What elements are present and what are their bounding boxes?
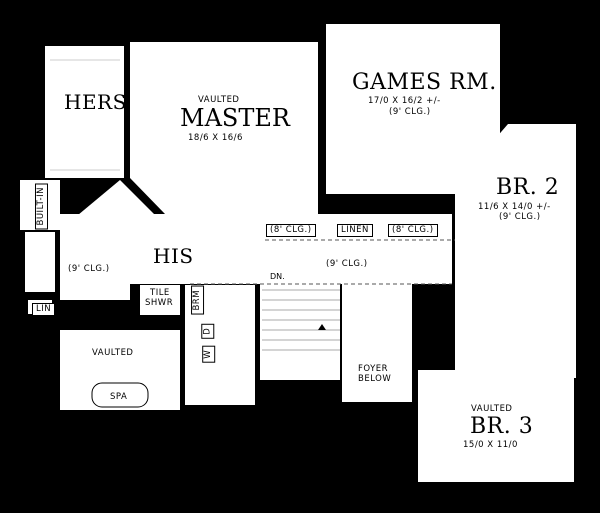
washer-label: W	[202, 345, 215, 363]
room-master-dims: 18/6 X 16/6	[188, 133, 243, 143]
room-br2-ceiling: (9' CLG.)	[499, 212, 541, 222]
tile-shower-label-1: TILE	[150, 288, 170, 298]
master-closet-ceiling: (8' CLG.)	[266, 224, 316, 237]
room-games-ceiling: (9' CLG.)	[389, 107, 431, 117]
linen-label: LINEN	[337, 224, 373, 237]
room-games-label: GAMES RM.	[352, 70, 497, 95]
room-hers-label: HERS	[64, 90, 127, 114]
dryer-label: D	[201, 323, 214, 339]
room-br3-label: BR. 3	[470, 414, 534, 439]
room-master-label: MASTER	[180, 104, 290, 132]
hall-center-ceiling: (9' CLG.)	[326, 259, 368, 269]
room-br3-dims: 15/0 X 11/0	[463, 440, 518, 450]
room-games-dims: 17/0 X 16/2 +/-	[368, 96, 441, 106]
hall-left-ceiling: (9' CLG.)	[68, 264, 110, 274]
brm-label: BRM	[191, 285, 204, 315]
master-bath-note: VAULTED	[92, 348, 134, 358]
room-br2-label: BR. 2	[496, 175, 560, 200]
spa-label: SPA	[110, 392, 128, 402]
room-br3-note: VAULTED	[471, 404, 513, 414]
foyer-label-2: BELOW	[358, 374, 392, 384]
room-his-label: HIS	[153, 244, 194, 268]
foyer-label-1: FOYER	[358, 364, 389, 374]
room-master-note: VAULTED	[198, 95, 240, 105]
games-closet-ceiling: (8' CLG.)	[388, 224, 438, 237]
tile-shower-label-2: SHWR	[145, 298, 174, 308]
built-in-label: BUILT-IN	[34, 183, 48, 230]
lin-label: LIN	[32, 303, 56, 316]
stairs-down-label: DN.	[270, 272, 285, 281]
room-br2-dims: 11/6 X 14/0 +/-	[478, 202, 551, 212]
